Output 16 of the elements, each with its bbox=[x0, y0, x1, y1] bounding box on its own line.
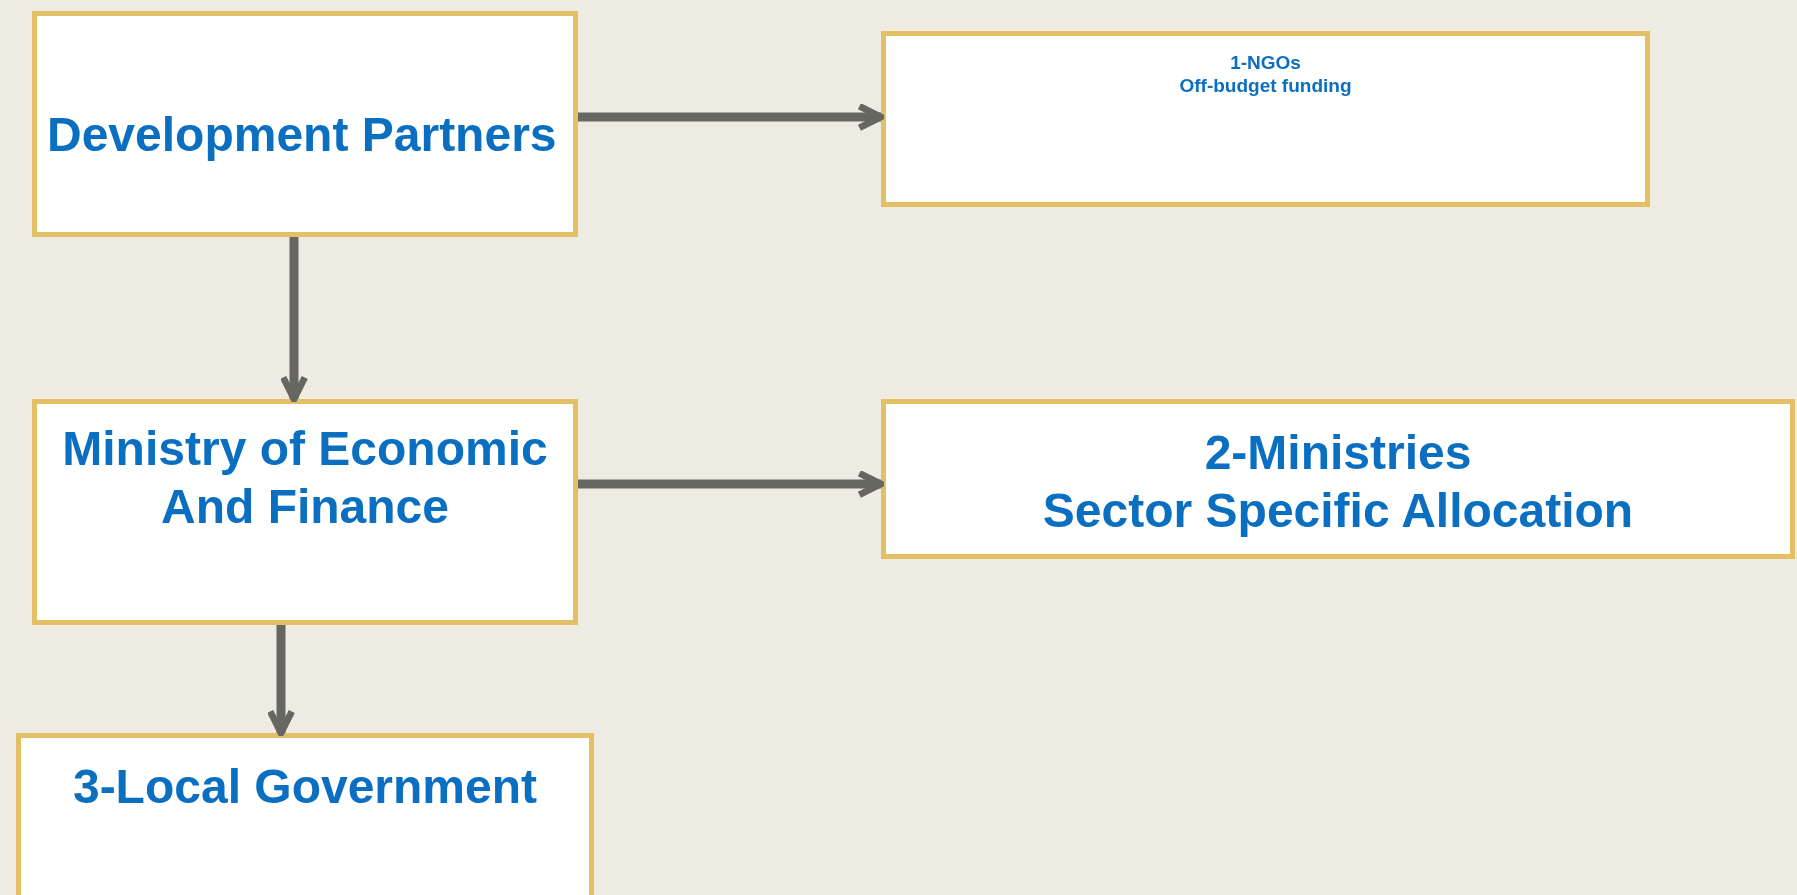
arrow bbox=[578, 102, 885, 132]
process-box bbox=[881, 31, 1650, 207]
process-box bbox=[32, 11, 578, 237]
box-title: 1-NGOs bbox=[1229, 52, 1302, 75]
box-title: Ministry of Economic And Finance bbox=[61, 421, 549, 535]
arrow bbox=[279, 237, 309, 403]
arrow bbox=[578, 469, 885, 499]
process-box bbox=[16, 733, 594, 895]
process-box bbox=[32, 399, 578, 625]
process-box bbox=[881, 399, 1795, 559]
box-title: Development Partners bbox=[47, 107, 558, 163]
arrow bbox=[266, 625, 296, 737]
box-subtitle: Off-budget funding bbox=[1178, 74, 1353, 98]
box-subtitle: Sector Specific Allocation bbox=[1041, 482, 1635, 539]
box-title: 3-Local Government bbox=[71, 759, 539, 815]
box-title: 2-Ministries bbox=[1203, 425, 1473, 481]
